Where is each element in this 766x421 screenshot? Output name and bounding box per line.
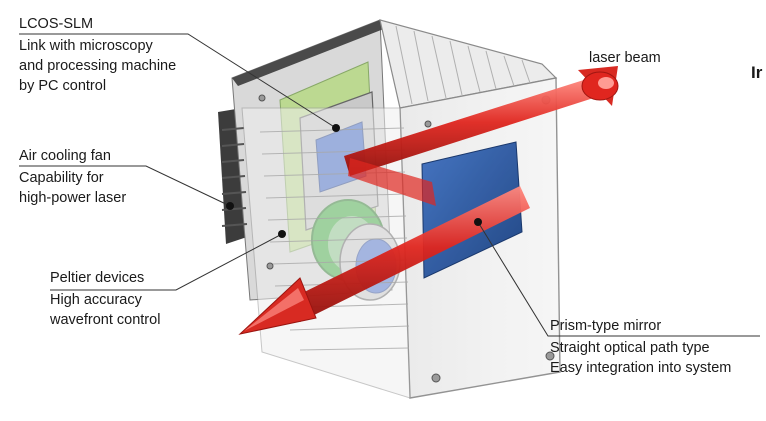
prism-title: Prism-type mirror [550,318,662,334]
peltier-title: Peltier devices [50,270,145,286]
prism-desc-2: Easy integration into system [550,360,732,376]
leader-lines [19,33,760,337]
leader-dots [226,124,482,238]
top-ribs [395,25,531,105]
callout-lcos-slm: LCOS-SLM Link with microscopy and proces… [19,14,176,96]
laser-beam-label: laser beam [589,50,661,66]
internal-beam [348,158,436,206]
fan-title: Air cooling fan [19,148,111,164]
fan-desc-2: high-power laser [19,190,127,206]
lcos-slm-title: LCOS-SLM [19,16,94,32]
lcos-slm-desc-3: by PC control [19,78,107,94]
prism-desc-1: Straight optical path type [550,340,710,356]
cutoff-heading-text: Ir [751,63,763,82]
lcos-slm-desc-1: Link with microscopy [19,38,153,54]
callout-peltier-devices: Peltier devices High accuracy wavefront … [50,268,160,330]
peltier-desc-2: wavefront control [50,312,161,328]
lcos-slm-desc-2: and processing machine [19,58,177,74]
peltier-desc-1: High accuracy [50,292,142,308]
outgoing-laser-beam [238,186,530,335]
callout-air-cooling-fan: Air cooling fan Capability for high-powe… [19,146,126,208]
incoming-laser-beam [344,66,619,176]
fan-desc-1: Capability for [19,170,104,186]
callout-prism-mirror: Prism-type mirror Straight optical path … [550,316,731,378]
cooling-fins [221,127,248,227]
